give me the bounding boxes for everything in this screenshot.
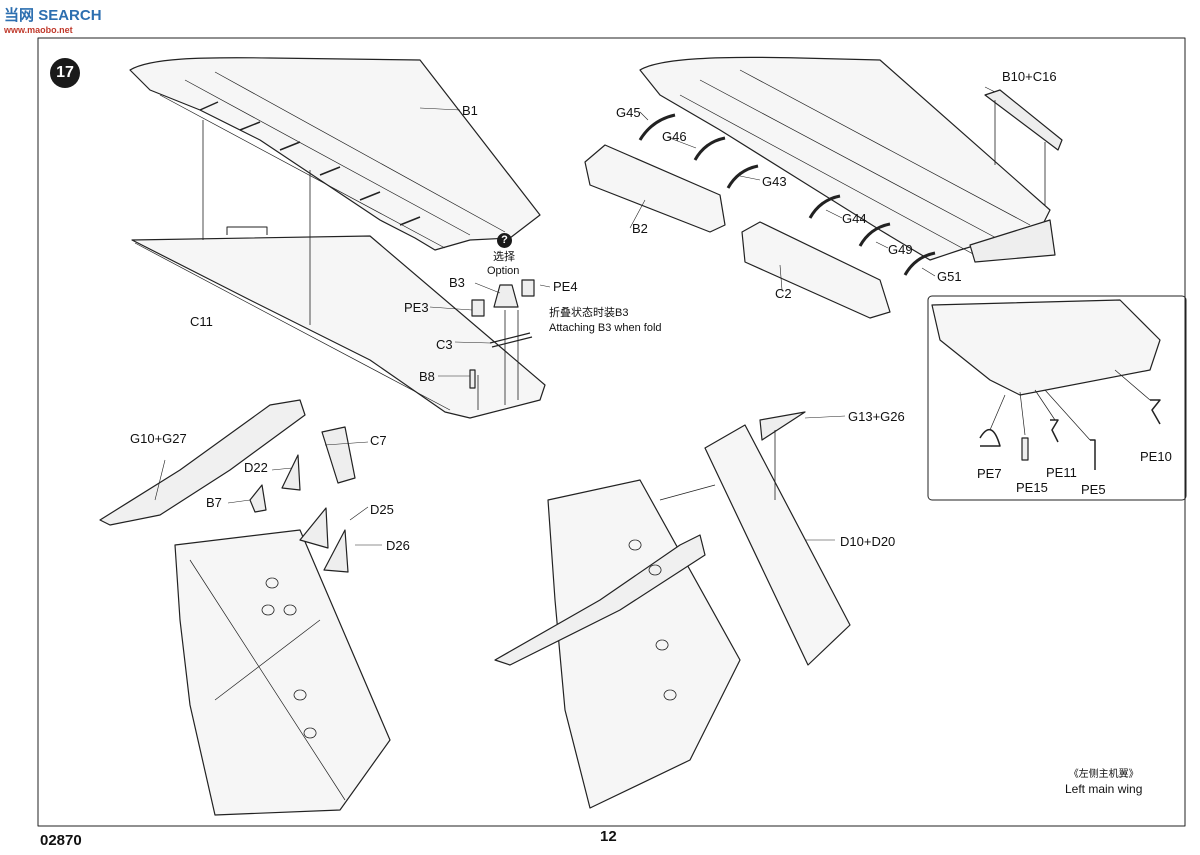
part-g44 (808, 194, 841, 219)
detail-inset (927, 295, 1187, 501)
br-arrows (659, 430, 776, 501)
c7-part (321, 426, 356, 484)
inset-pe10 (1150, 399, 1161, 425)
inset-pe7 (979, 429, 1001, 447)
label-g49: G49 (888, 242, 913, 257)
d25-part (299, 507, 329, 549)
label-c11: C11 (190, 314, 213, 329)
label-c2: C2 (775, 286, 792, 301)
g10g27-part (99, 399, 306, 526)
label-pe7: PE7 (977, 466, 1002, 481)
wing-lower-edge (134, 242, 451, 411)
label-g13-g26: G13+G26 (848, 409, 905, 424)
part-pe4 (521, 279, 535, 297)
g13g26-part (759, 411, 806, 441)
label-b8: B8 (419, 369, 435, 384)
wing-upper-left (129, 57, 541, 251)
inset-pe15 (1021, 437, 1029, 461)
fold-note: 折叠状态时装B3 Attaching B3 when fold (549, 306, 662, 336)
label-b3: B3 (449, 275, 465, 290)
part-g49 (858, 222, 891, 247)
label-g45: G45 (616, 105, 641, 120)
leaders-left (154, 107, 551, 546)
label-pe5: PE5 (1081, 482, 1106, 497)
circles-bl (261, 577, 317, 739)
inset-pe11 (1050, 419, 1059, 443)
flap-b2 (584, 144, 726, 233)
label-d26: D26 (386, 538, 410, 553)
inset-wing (931, 299, 1161, 396)
label-pe15: PE15 (1016, 480, 1048, 495)
option-icon: ? (497, 233, 512, 248)
part-pe3 (471, 299, 485, 317)
part-g45 (638, 113, 676, 141)
label-g46: G46 (662, 129, 687, 144)
d10d20-part (704, 424, 851, 666)
part-g46 (693, 136, 726, 161)
part-g51 (903, 251, 936, 276)
bottom-left-spars (189, 559, 346, 801)
d26-part (323, 529, 349, 573)
flap-c2 (741, 221, 891, 319)
label-g44: G44 (842, 211, 867, 226)
label-d25: D25 (370, 502, 394, 517)
label-b7: B7 (206, 495, 222, 510)
option-label-en: Option (487, 265, 520, 277)
leaders-right (629, 86, 996, 541)
label-g43: G43 (762, 174, 787, 189)
label-b10-c16: B10+C16 (1002, 69, 1057, 84)
kit-number: 02870 (40, 832, 82, 849)
d22-part (281, 454, 301, 491)
bottom-left-structure (174, 529, 391, 816)
watermark-zh: 当网 (4, 7, 35, 24)
circles-br (628, 539, 677, 701)
caption-en: Left main wing (1065, 782, 1143, 796)
b7-part (249, 484, 267, 513)
part-b3 (493, 284, 519, 308)
label-g10-g27: G10+G27 (130, 431, 187, 446)
wing-right-root (969, 219, 1056, 263)
label-pe4: PE4 (553, 279, 578, 294)
watermark-brand: SEARCH (38, 7, 102, 24)
wing-caption: 《左侧主机翼》 Left main wing (1065, 767, 1142, 797)
b3-leaders (477, 310, 519, 410)
label-c3: C3 (436, 337, 453, 352)
watermark-site: www.maobo.net (4, 25, 73, 35)
br-inner-wing (494, 534, 706, 666)
inset-pe5 (1090, 439, 1096, 470)
arrow-b1-to-c11 (202, 120, 311, 325)
wing-lower-left (131, 235, 546, 419)
part-g43 (726, 164, 759, 189)
fold-note-en: Attaching B3 when fold (549, 322, 662, 334)
label-pe10: PE10 (1140, 449, 1172, 464)
caption-zh: 《左侧主机翼》 (1068, 769, 1139, 780)
label-g51: G51 (937, 269, 962, 284)
page-border (37, 37, 1186, 827)
wing-flap-lines (159, 71, 506, 249)
step-number-badge: 17 (50, 58, 80, 88)
label-pe11: PE11 (1046, 465, 1077, 480)
fold-note-zh: 折叠状态时装B3 (549, 307, 629, 319)
label-d22: D22 (244, 460, 268, 475)
label-c7: C7 (370, 433, 387, 448)
part-b10c16 (984, 89, 1063, 151)
watermark-logo: 当网 SEARCH www.maobo.net (4, 4, 102, 35)
page-number: 12 (600, 828, 617, 845)
label-d10-d20: D10+D20 (840, 534, 896, 549)
label-b1: B1 (462, 103, 478, 118)
part-b8 (469, 369, 476, 389)
inset-leaders (989, 369, 1151, 441)
label-pe3: PE3 (404, 300, 429, 315)
wing-hinges (199, 101, 421, 226)
bottom-right-structure (547, 479, 741, 809)
wing-right-lines (679, 69, 1031, 256)
pylon-c11 (226, 226, 268, 235)
part-c3 (489, 332, 533, 348)
label-b2: B2 (632, 221, 648, 236)
option-label-zh: 选择 (493, 251, 515, 263)
wing-upper-right (639, 56, 1051, 261)
b10-leaders (994, 100, 1046, 205)
